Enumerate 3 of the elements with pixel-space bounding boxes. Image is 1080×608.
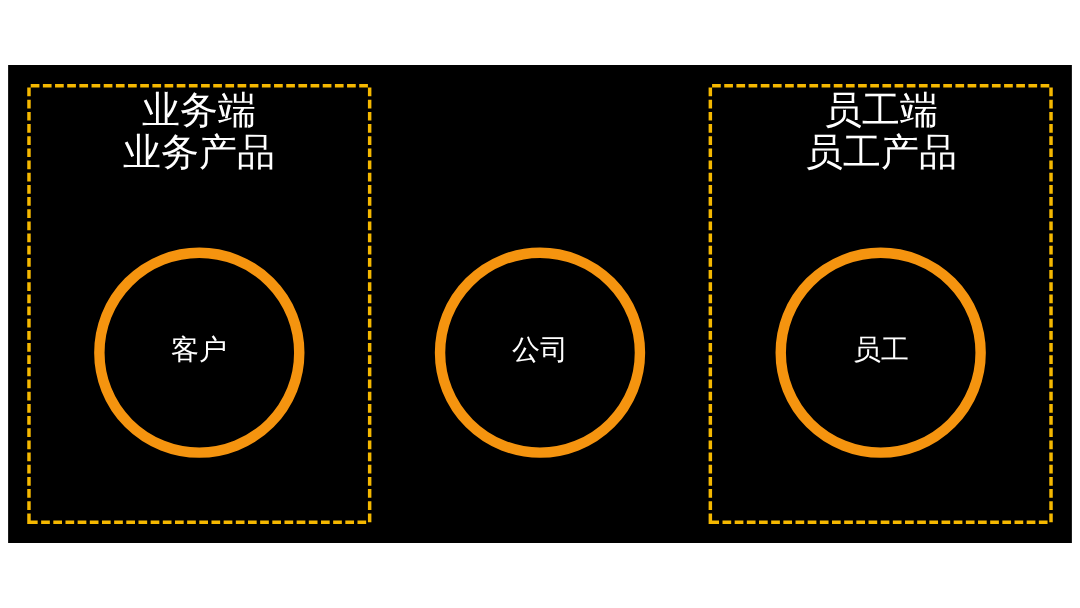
node-circle: 员工: [775, 247, 986, 458]
node-circle: 客户: [94, 247, 305, 458]
node-circle: 公司: [434, 247, 646, 458]
